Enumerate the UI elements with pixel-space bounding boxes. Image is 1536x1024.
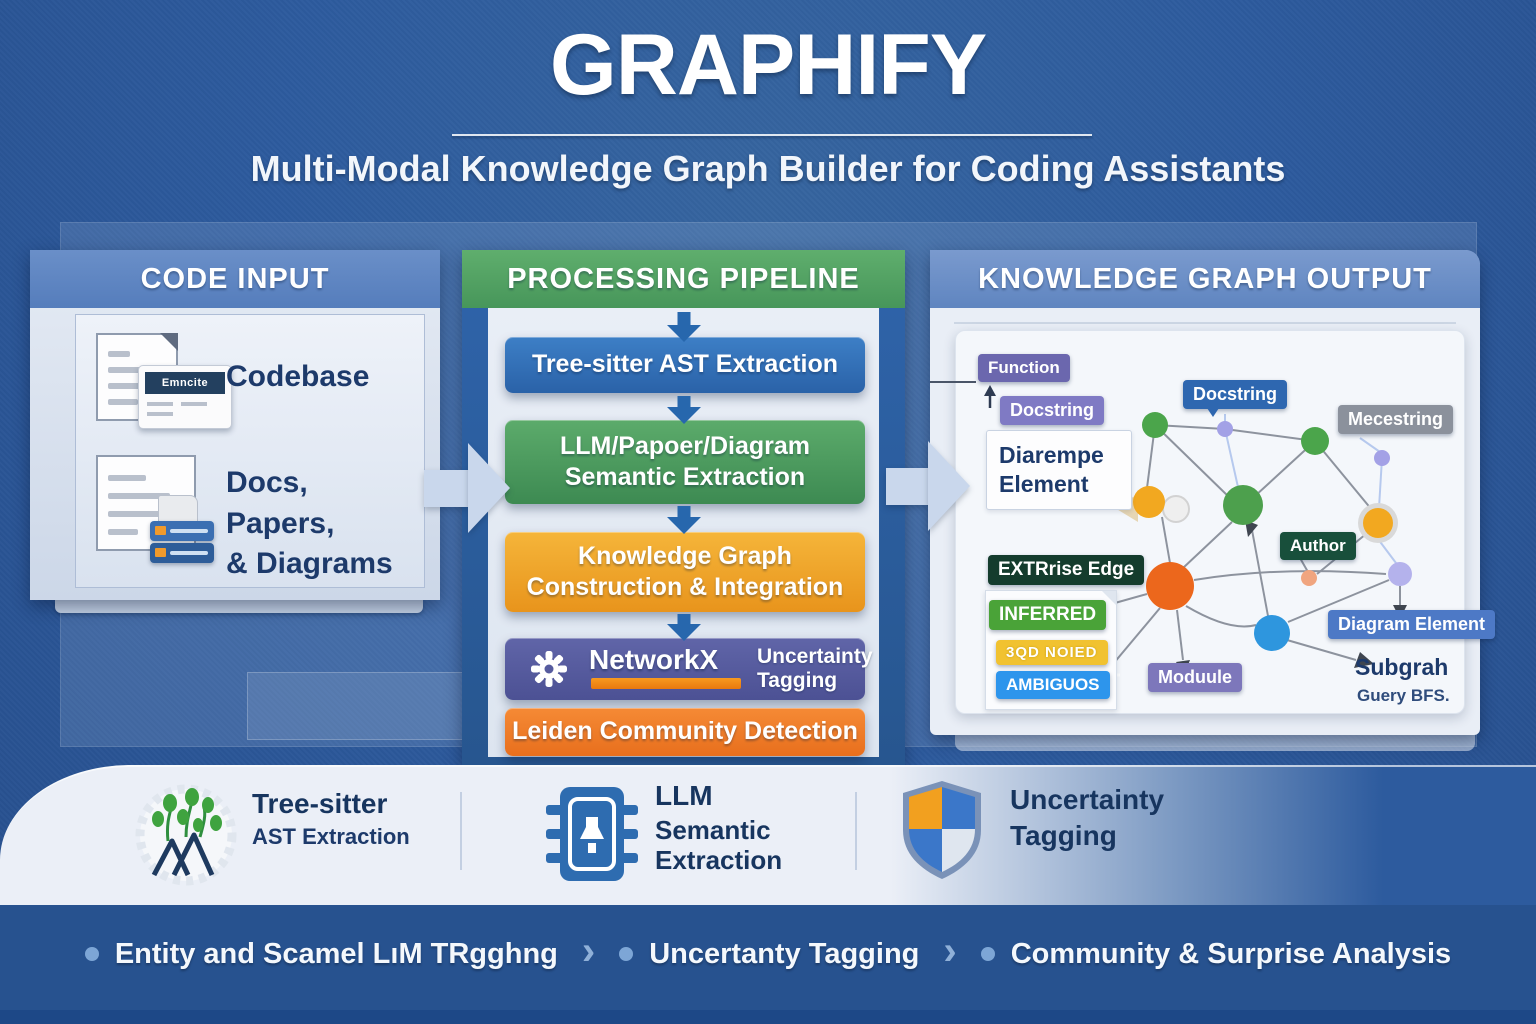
chip-icon [546, 787, 638, 881]
output-header: KNOWLEDGE GRAPH OUTPUT [930, 250, 1480, 308]
processing-pipeline-panel: PROCESSING PIPELINE Tree-sitter AST Extr… [462, 250, 905, 765]
node-yellow-right [1363, 508, 1393, 538]
label-query-bfs: Guery BFS. [1357, 686, 1450, 705]
function-card-icon: Emncite [138, 365, 232, 429]
step-networkx: NetworkX Uncertainty Tagging [505, 638, 873, 700]
footer-item-3: Community & Surprise Analysis [980, 937, 1452, 971]
docs-papers-label: Docs, Papers, & Diagrams [226, 466, 393, 580]
codebase-document-icon: Emncite [96, 333, 232, 438]
badge-inferred: INFERRED [989, 600, 1107, 630]
badge-docstring-blue: Docstring [1183, 380, 1288, 417]
shield-icon [903, 781, 981, 879]
function-card-label: Emncite [145, 372, 225, 394]
feature-separator-2 [855, 792, 857, 870]
footer-item-2: Uncertanty Tagging [619, 938, 919, 971]
page-subtitle: Multi-Modal Knowledge Graph Builder for … [250, 148, 1286, 189]
networkx-label: NetworkX [589, 644, 719, 675]
feature-uncertainty: Uncertainty Tagging [1010, 784, 1165, 852]
chevron-right-icon: › [581, 929, 596, 973]
label-subgraph: Subgrah [1355, 654, 1449, 680]
badge-diagram-element: Diagram Element [1328, 610, 1496, 639]
gear-icon [531, 651, 567, 687]
node-yellow-left [1133, 486, 1165, 518]
step-semantic-extraction: LLM/Papoer/Diagram Semantic Extraction [505, 420, 865, 504]
features-band: Tree-sitter AST Extraction LLM Semantic … [0, 765, 1536, 905]
node-orange [1146, 562, 1194, 610]
down-arrow-4 [462, 614, 905, 641]
tree-gear-icon [135, 784, 237, 886]
footer-item-3-label: Community & Surprise Analysis [1010, 937, 1452, 970]
step-kg-construction: Knowledge Graph Construction & Integrati… [505, 532, 865, 612]
node-purple-top [1217, 421, 1233, 437]
networkx-progress-bar [591, 678, 741, 689]
bullet-icon [84, 947, 99, 961]
node-green-topright [1301, 427, 1329, 455]
feature-tree-sitter: Tree-sitter AST Extraction [252, 788, 410, 849]
output-panel-base [955, 735, 1475, 751]
drawer-icon-top [150, 521, 214, 541]
code-input-card: Emncite Codebase [75, 314, 425, 588]
footer-item-1: Entity and Scamel LıM TRgghng [84, 937, 558, 971]
input-panel-base [55, 600, 423, 613]
badge-function: Function [978, 354, 1070, 382]
pipeline-header: PROCESSING PIPELINE [462, 250, 905, 308]
footer-item-1-label: Entity and Scamel LıM TRgghng [114, 937, 558, 970]
node-green-center [1223, 485, 1263, 525]
footer-bar: Entity and Scamel LıM TRgghng › Uncertan… [0, 903, 1536, 1024]
code-input-panel: CODE INPUT Emncite Codebase [30, 250, 440, 600]
node-purple-right [1374, 450, 1390, 466]
footer-item-2-label: Uncertanty Tagging [649, 937, 920, 970]
down-arrow-3 [462, 506, 905, 534]
feature-3-title: Uncertainty [1010, 784, 1165, 815]
node-blue [1254, 615, 1290, 651]
badge-ambiguous: AMBIGUOS [996, 671, 1110, 699]
feature-1-title: Tree-sitter [252, 788, 388, 819]
feature-2-subtitle: Semantic Extraction [655, 814, 783, 875]
box-diagram-element: Diarempe Element [986, 430, 1132, 510]
feature-1-subtitle: AST Extraction [252, 823, 410, 849]
output-divider [954, 322, 1456, 324]
down-arrow-1 [462, 312, 905, 342]
node-purple-bottomright [1388, 562, 1412, 586]
feature-2-title: LLM [655, 780, 713, 811]
code-input-header: CODE INPUT [30, 250, 440, 308]
graph-labels: Function Docstring Diarempe Element Docs… [930, 310, 1496, 735]
badge-extrrise-edge: EXTRrise Edge [988, 555, 1145, 585]
node-peach [1301, 570, 1317, 586]
badge-mecestring: Mecestring [1338, 405, 1454, 434]
page-title: GRAPHIFY [549, 17, 987, 113]
step-tree-sitter: Tree-sitter AST Extraction [505, 337, 865, 393]
bullet-icon [619, 947, 634, 961]
knowledge-graph [930, 381, 1412, 689]
footer-steps: Entity and Scamel LıM TRgghng › Uncertan… [0, 931, 1536, 971]
graph-nodes [1133, 412, 1412, 651]
feature-3-subtitle: Tagging [1010, 819, 1117, 851]
drawer-icon-bottom [150, 543, 214, 563]
feature-llm: LLM Semantic Extraction [655, 780, 783, 876]
step-leiden: Leiden Community Detection [505, 708, 865, 756]
node-green-topleft [1142, 412, 1168, 438]
docs-papers-icon [96, 455, 216, 565]
badge-docstring-purple: Docstring [1000, 396, 1105, 425]
badge-module: Moduule [1148, 663, 1242, 692]
codebase-label: Codebase [226, 360, 370, 393]
down-arrow-2 [462, 396, 905, 424]
badge-author: Author [1280, 532, 1356, 560]
graph-edges-light [1224, 414, 1397, 564]
title-divider [452, 134, 1092, 136]
bullet-icon [980, 947, 995, 961]
badge-grounded: 3QD NOIED [996, 640, 1108, 665]
backdrop-chip [247, 672, 465, 740]
function-arrow-head [984, 385, 996, 396]
chevron-right-icon: › [943, 929, 957, 973]
uncertainty-tagging-label: Uncertainty Tagging [757, 645, 873, 693]
feature-separator-1 [460, 792, 462, 870]
